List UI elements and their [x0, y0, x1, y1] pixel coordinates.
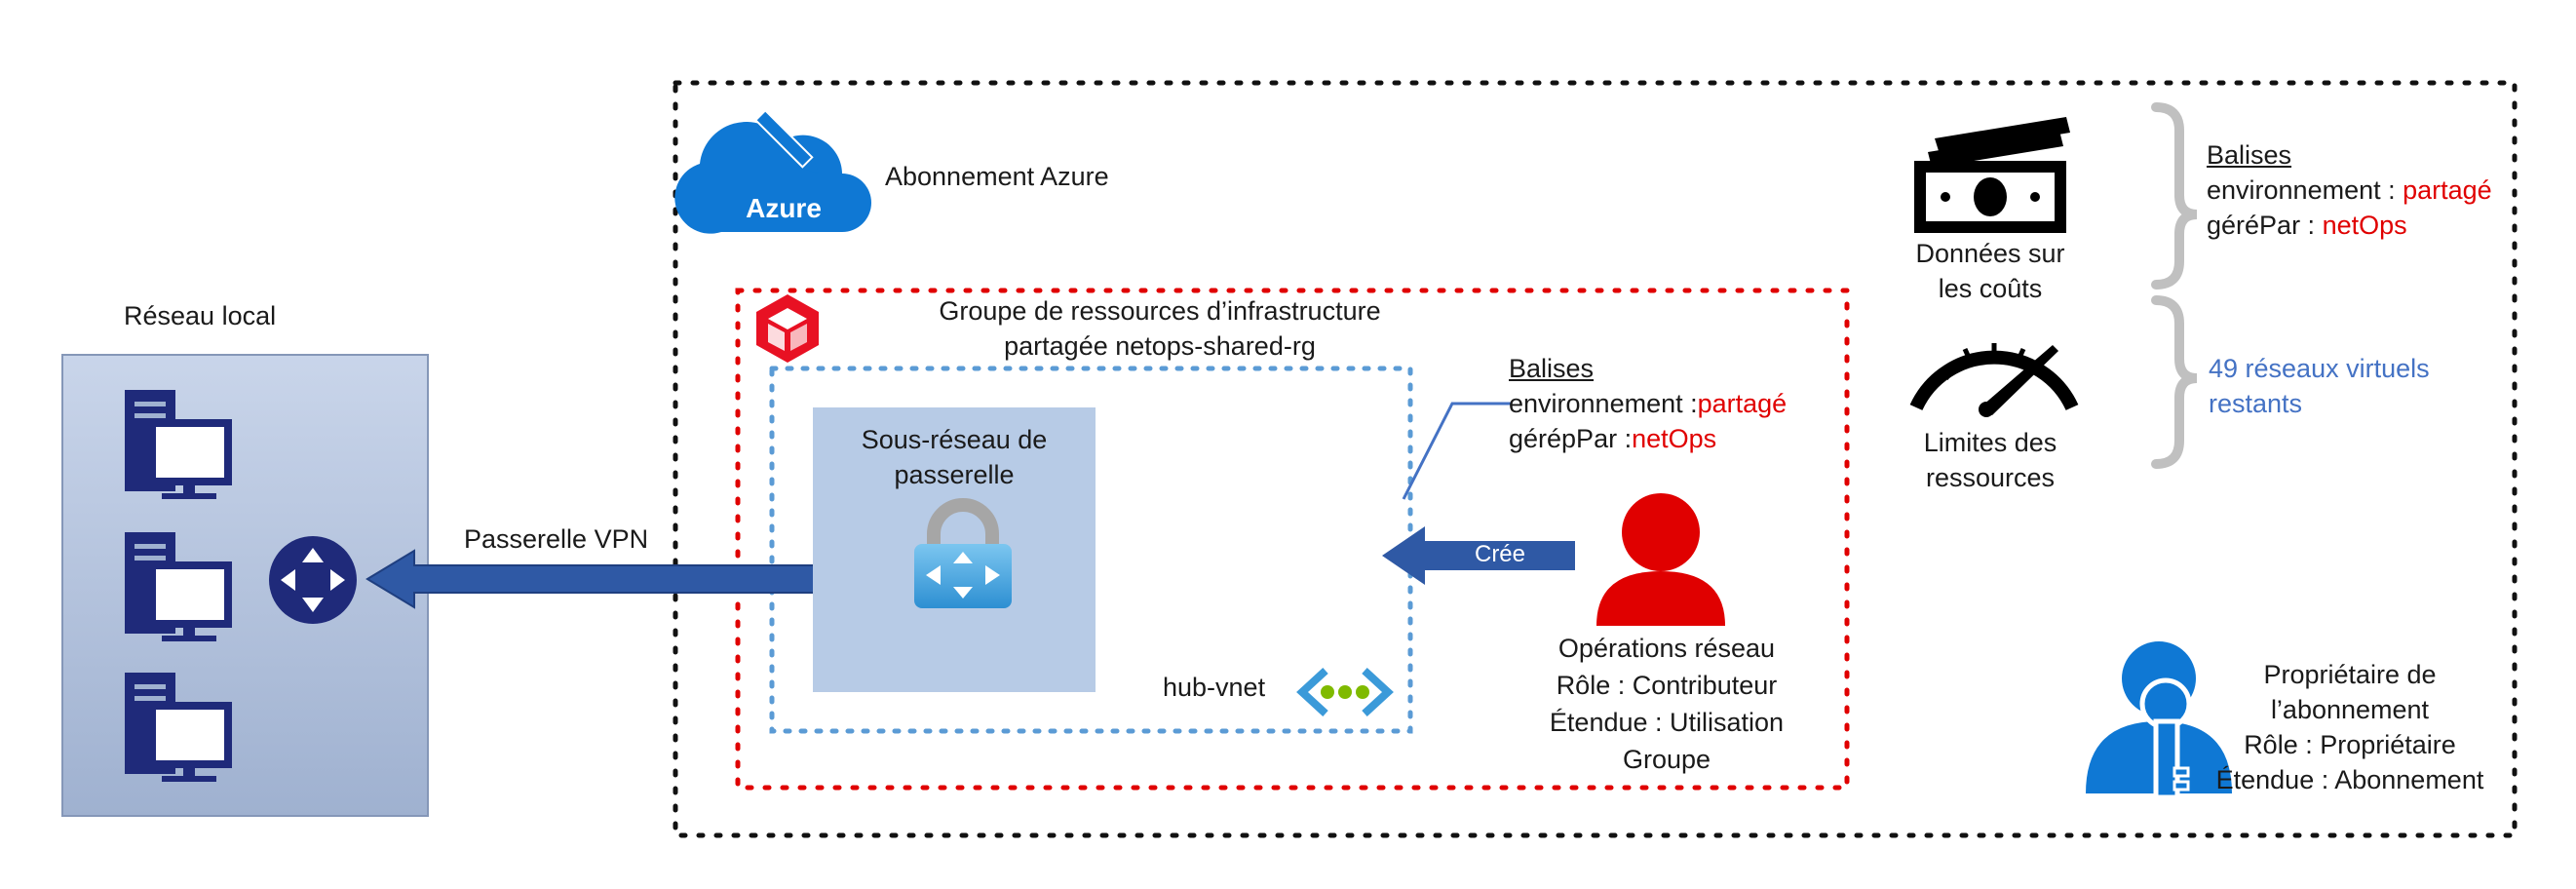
- owner-key-icon: [2086, 641, 2232, 800]
- resource-group-title: Groupe de ressources d’infrastructure pa…: [741, 293, 1579, 364]
- gateway-subnet-line2: passerelle: [894, 460, 1015, 489]
- network-ops-line4: Groupe: [1622, 745, 1711, 774]
- owner-line2: l’abonnement: [2270, 695, 2430, 724]
- azure-cloud-icon: [674, 108, 871, 234]
- vnets-remaining-line1: 49 réseaux virtuels: [2209, 354, 2430, 383]
- rg-tag-environment-value: partagé: [1697, 389, 1788, 418]
- subscription-boundary: [673, 80, 2518, 838]
- rg-tag-managed-by: gérépPar :netOps: [1509, 421, 1787, 456]
- server-icon: [125, 532, 232, 641]
- sub-tag-environment-key: environnement :: [2207, 175, 2403, 205]
- server-icon: [125, 390, 232, 499]
- tag-callout-line: [1402, 402, 1511, 500]
- local-network-box: [61, 354, 429, 817]
- router-icon: [269, 536, 357, 624]
- sub-tag-managed-value: netOps: [2322, 211, 2407, 240]
- vnet-label: hub-vnet: [1163, 673, 1266, 702]
- person-icon: [1596, 493, 1725, 626]
- owner-line1: Propriétaire de: [2263, 660, 2437, 689]
- brace-limits: [2151, 295, 2198, 469]
- vnets-remaining-line2: restants: [2209, 389, 2303, 418]
- limits-line1: Limites des: [1923, 428, 2057, 457]
- vpn-label: Passerelle VPN: [464, 524, 649, 554]
- rg-tag-environment-key: environnement :: [1509, 389, 1698, 418]
- rg-tag-managed-key: gérépPar :: [1509, 424, 1633, 453]
- subscription-title: Abonnement Azure: [885, 162, 1109, 191]
- rg-tags: Balises environnement :partagé gérépPar …: [1509, 351, 1787, 456]
- azure-logo-text: Azure: [746, 193, 822, 223]
- lock-gateway-icon: [914, 498, 1012, 608]
- network-ops-line3: Étendue : Utilisation: [1549, 708, 1785, 737]
- creates-arrow: [1382, 526, 1575, 585]
- vnets-remaining: 49 réseaux virtuels restants: [2209, 351, 2430, 421]
- creates-arrow-label: Crée: [1474, 541, 1526, 567]
- cost-line1: Données sur: [1915, 239, 2065, 268]
- limits-line2: ressources: [1925, 463, 2056, 492]
- money-icon: [1914, 117, 2070, 233]
- cost-label: Données sur les coûts: [1881, 236, 2099, 306]
- sub-tag-environment-value: partagé: [2403, 175, 2492, 205]
- network-ops-label: Opérations réseau Rôle : Contributeur Ét…: [1520, 630, 1813, 778]
- server-icon: [125, 673, 232, 782]
- network-ops-line1: Opérations réseau: [1557, 634, 1776, 663]
- owner-label: Propriétaire de l’abonnement Rôle : Prop…: [2191, 657, 2509, 797]
- network-ops-line2: Rôle : Contributeur: [1556, 671, 1778, 700]
- owner-line3: Rôle : Propriétaire: [2244, 730, 2456, 759]
- brace-costs: [2151, 102, 2198, 290]
- resource-group-title-line1: Groupe de ressources d’infrastructure: [939, 296, 1381, 326]
- limits-label: Limites des ressources: [1881, 425, 2099, 495]
- resource-group-title-line2: partagée netops-shared-rg: [1004, 331, 1316, 361]
- cost-line2: les coûts: [1938, 274, 2043, 303]
- gateway-subnet-label: Sous-réseau de passerelle: [813, 422, 1096, 492]
- gauge-icon: [1909, 343, 2079, 417]
- rg-tag-environment: environnement :partagé: [1509, 386, 1787, 421]
- owner-line4: Étendue : Abonnement: [2215, 765, 2484, 794]
- gateway-subnet-line1: Sous-réseau de: [861, 425, 1048, 454]
- vnet-icon: [1296, 668, 1394, 716]
- rg-tag-managed-value: netOps: [1632, 424, 1717, 453]
- sub-tags-heading: Balises: [2207, 140, 2292, 170]
- sub-tag-managed-key: géréPar :: [2207, 211, 2323, 240]
- sub-tag-environment: environnement : partagé: [2207, 173, 2492, 208]
- resource-group-cube-icon: [756, 294, 819, 363]
- rg-tags-heading: Balises: [1509, 354, 1595, 383]
- subscription-tags: Balises environnement : partagé géréPar …: [2207, 137, 2492, 243]
- local-network-title: Réseau local: [124, 301, 277, 330]
- resource-group-boundary: [735, 288, 1850, 791]
- sub-tag-managed-by: géréPar : netOps: [2207, 208, 2492, 243]
